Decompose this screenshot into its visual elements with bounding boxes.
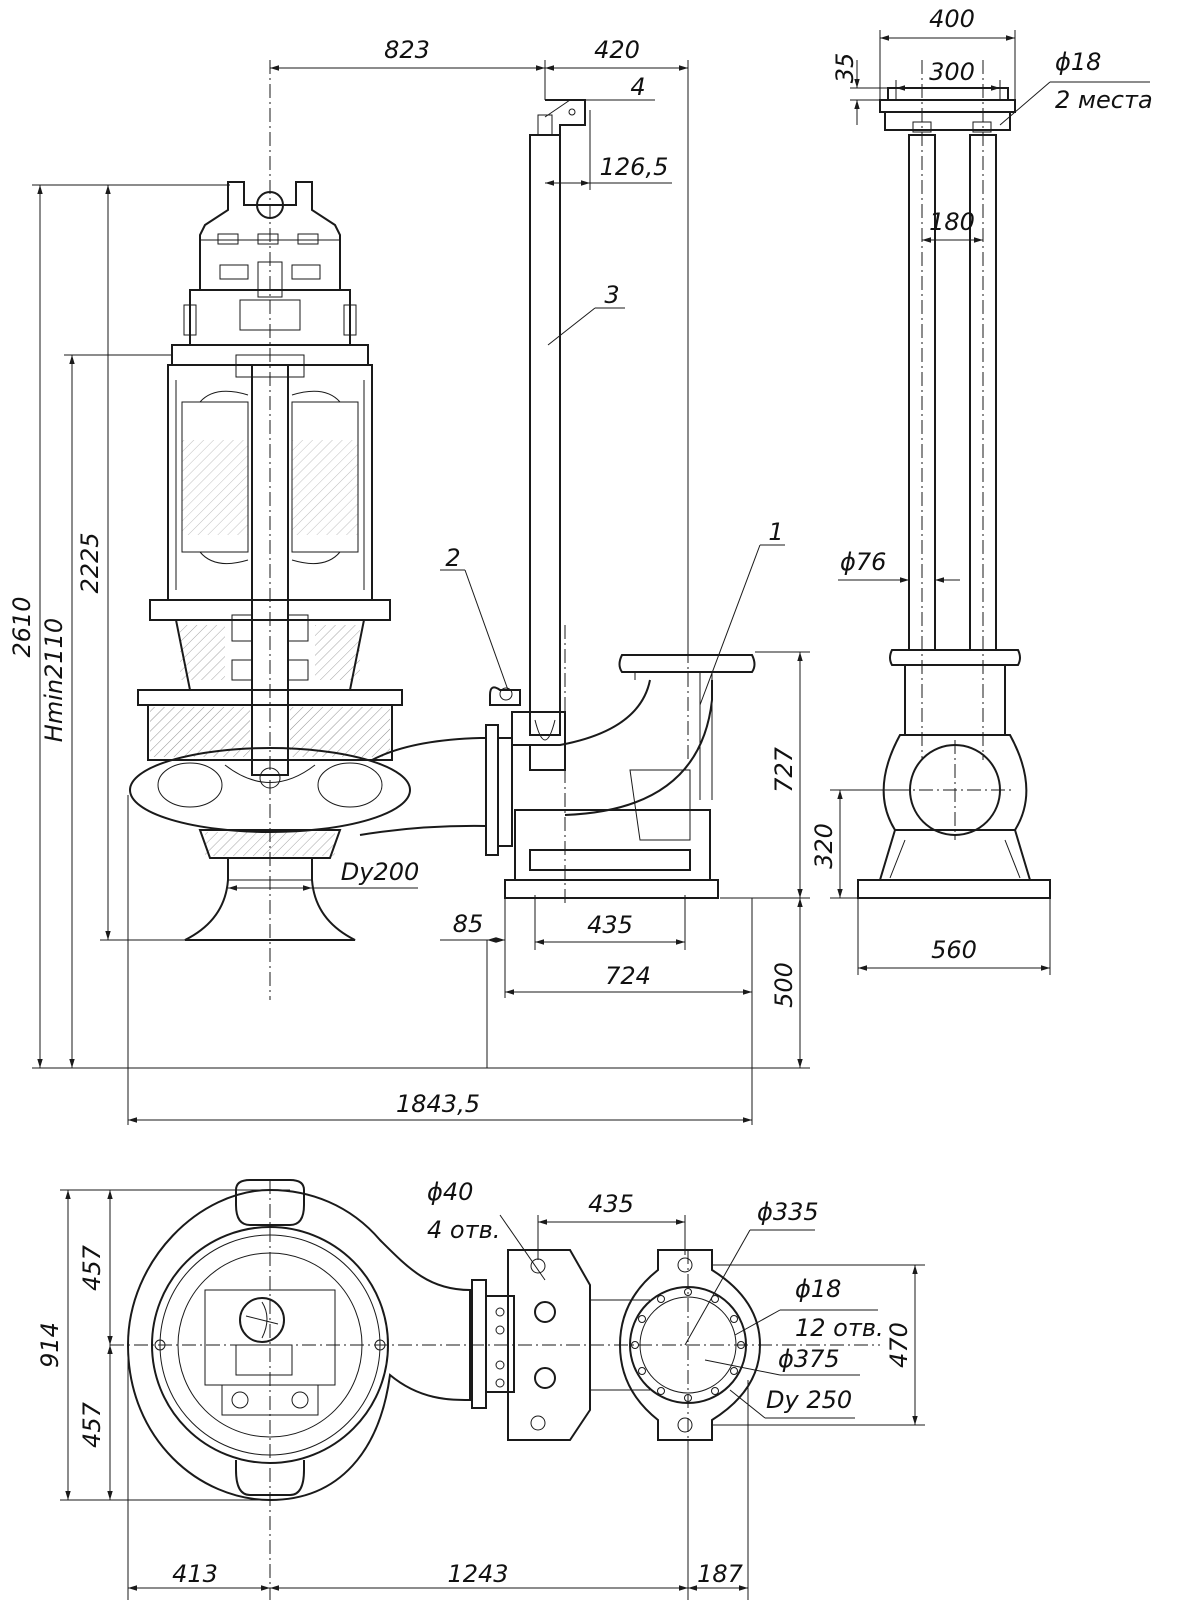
callout-4: 4	[630, 73, 645, 101]
dim-435-plan: 435	[588, 1190, 634, 1218]
dim-phi18-bottom: ϕ18	[795, 1275, 841, 1303]
dim-413: 413	[172, 1560, 218, 1588]
dim-320: 320	[810, 823, 838, 869]
callout-labels: 1 2 3 4	[445, 73, 783, 572]
label-2-places: 2 места	[1055, 86, 1153, 114]
dim-560: 560	[931, 936, 977, 964]
front-view-pump	[129, 60, 513, 1000]
dim-126-5: 126,5	[600, 153, 669, 181]
dim-470: 470	[885, 1322, 913, 1368]
dim-1243: 1243	[447, 1560, 508, 1588]
dimension-labels: 823 420 126,5 2610 2225 Hmin2110 Dy200 8…	[8, 5, 1153, 1588]
flange-bolt-holes	[631, 1288, 745, 1402]
dim-400: 400	[929, 5, 975, 33]
dim-914: 914	[36, 1322, 64, 1368]
dim-phi40: ϕ40	[427, 1178, 473, 1206]
dim-727: 727	[770, 746, 798, 793]
dim-435-front: 435	[587, 911, 633, 939]
label-4-holes: 4 отв.	[427, 1216, 500, 1244]
dim-187: 187	[697, 1560, 744, 1588]
dim-300: 300	[929, 58, 975, 86]
dim-823: 823	[384, 36, 430, 64]
callout-2: 2	[445, 544, 460, 572]
dim-85: 85	[453, 910, 484, 938]
dim-457-upper: 457	[78, 1244, 106, 1291]
dim-phi335: ϕ335	[757, 1198, 819, 1226]
dim-1843-5: 1843,5	[396, 1090, 480, 1118]
dim-420: 420	[594, 36, 640, 64]
dim-phi76: ϕ76	[840, 548, 886, 576]
dim-hmin: Hmin2110	[40, 618, 68, 742]
dim-2225: 2225	[76, 532, 104, 593]
dim-dy200: Dy200	[341, 858, 420, 886]
callout-3: 3	[604, 281, 619, 309]
side-dimensions	[830, 30, 1150, 975]
side-view	[857, 60, 1051, 899]
dim-2610: 2610	[8, 596, 36, 657]
dim-457-lower: 457	[78, 1401, 106, 1448]
dim-phi375: ϕ375	[778, 1345, 840, 1373]
plan-dimensions	[60, 1189, 925, 1600]
dim-724: 724	[605, 962, 651, 990]
plan-view	[110, 1179, 880, 1600]
front-view-elbow	[489, 99, 756, 905]
dim-phi18-top: ϕ18	[1055, 48, 1101, 76]
dim-180: 180	[929, 208, 975, 236]
dim-500: 500	[770, 962, 798, 1008]
callout-1: 1	[768, 518, 783, 546]
dim-dy250: Dy 250	[766, 1386, 852, 1414]
front-dimensions	[32, 60, 810, 1125]
label-12-holes: 12 отв.	[795, 1314, 884, 1342]
dim-35: 35	[831, 53, 859, 84]
